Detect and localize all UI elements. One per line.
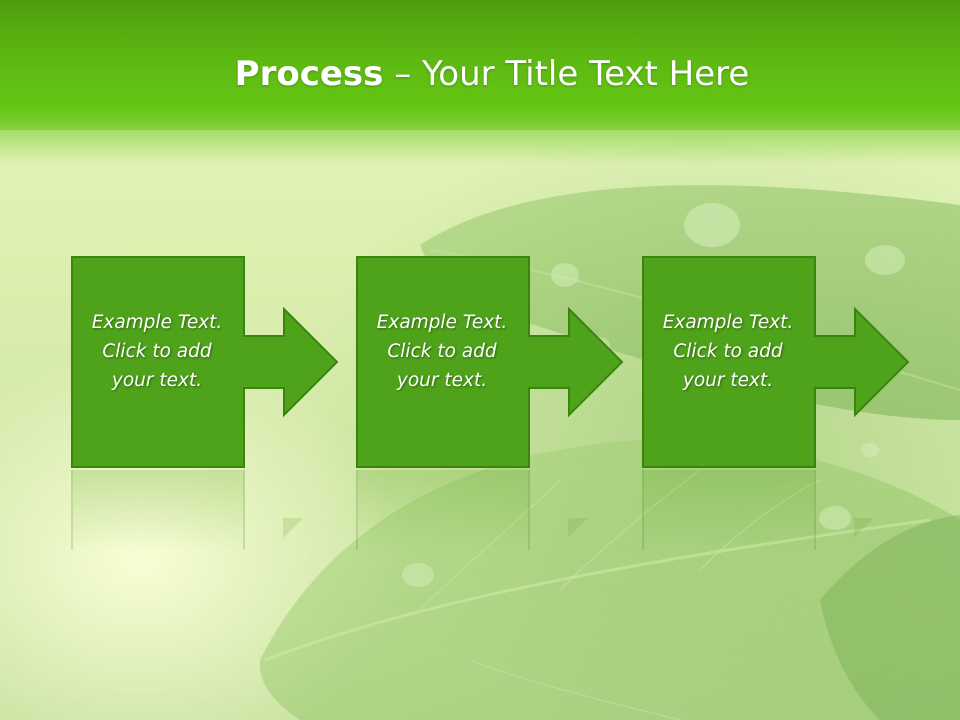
process-step-3-line-3: your text.: [682, 370, 774, 391]
title-bar: [0, 0, 960, 130]
process-step-2-line-3: your text.: [396, 370, 488, 391]
process-step-1-line-1: Example Text.: [91, 312, 223, 333]
process-step-2[interactable]: Example Text. Click to add your text.: [356, 256, 656, 468]
process-step-2-line-1: Example Text.: [376, 312, 508, 333]
process-step-3-line-2: Click to add: [673, 341, 783, 362]
slide-title[interactable]: Process – Your Title Text Here: [0, 52, 960, 96]
process-step-3[interactable]: Example Text. Click to add your text.: [642, 256, 942, 468]
process-step-3-shape: [642, 256, 910, 468]
process-step-2-text: Example Text. Click to add your text.: [356, 308, 528, 395]
slide-title-text: Your Title Text Here: [422, 54, 750, 94]
reflection-arrow: [854, 518, 874, 538]
process-step-2-reflection: [356, 470, 656, 550]
process-step-1-shape: [71, 256, 339, 468]
process-step-2-shape: [356, 256, 624, 468]
reflection-box: [642, 470, 816, 550]
process-step-3-text: Example Text. Click to add your text.: [642, 308, 814, 395]
process-step-3-reflection: [642, 470, 942, 550]
process-step-1-reflection: [71, 470, 371, 550]
reflection-arrow: [568, 518, 588, 538]
reflection-box: [71, 470, 245, 550]
process-step-2-line-2: Click to add: [387, 341, 497, 362]
process-step-1[interactable]: Example Text. Click to add your text.: [71, 256, 371, 468]
title-bar-fade: [0, 125, 960, 165]
reflection-arrow: [283, 518, 303, 538]
slide-title-bold: Process: [234, 54, 384, 94]
process-step-1-line-3: your text.: [111, 370, 203, 391]
reflection-box: [356, 470, 530, 550]
process-step-1-line-2: Click to add: [102, 341, 212, 362]
slide-title-separator: –: [383, 54, 423, 94]
process-step-3-line-1: Example Text.: [662, 312, 794, 333]
process-step-1-text: Example Text. Click to add your text.: [71, 308, 243, 395]
